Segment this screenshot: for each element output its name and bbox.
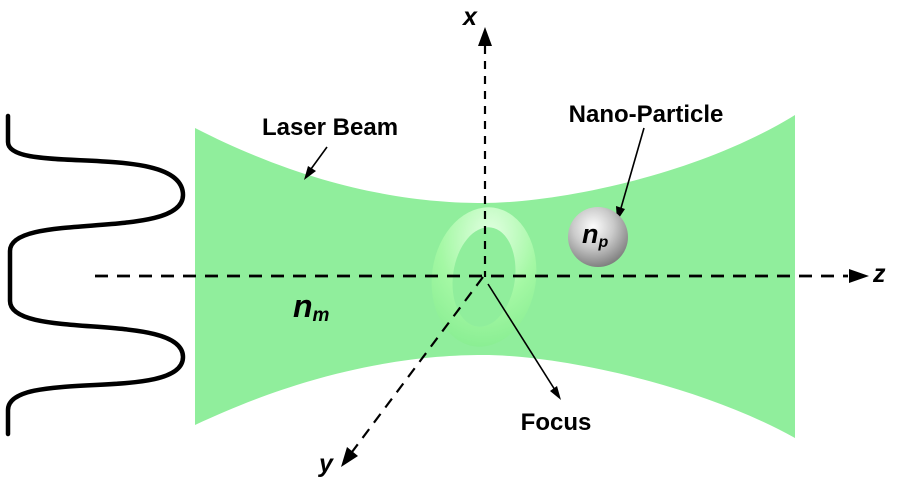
laser-beam-arrowhead-icon <box>304 166 316 180</box>
focus-pointer-line <box>487 283 556 391</box>
y-axis-label: y <box>317 450 334 478</box>
nano-particle-label: Nano-Particle <box>569 101 724 128</box>
focus-arrowhead-icon <box>550 386 561 400</box>
z-axis-label: z <box>872 260 886 288</box>
particle-index-label: np <box>582 219 609 251</box>
nano-particle-pointer-line <box>620 127 645 209</box>
y-axis-arrowhead-icon <box>341 447 358 467</box>
laser-beam-pointer-line <box>310 146 328 170</box>
z-axis-arrowhead-icon <box>849 269 869 283</box>
medium-index-label: nm <box>293 288 330 326</box>
laser-beam-label: Laser Beam <box>262 114 398 141</box>
x-axis-label: x <box>461 3 478 31</box>
beam-intensity-profile-curve <box>5 113 186 437</box>
x-axis-arrowhead-icon <box>478 27 492 46</box>
nano-particle-sphere <box>568 207 628 267</box>
focus-label: Focus <box>521 409 592 436</box>
